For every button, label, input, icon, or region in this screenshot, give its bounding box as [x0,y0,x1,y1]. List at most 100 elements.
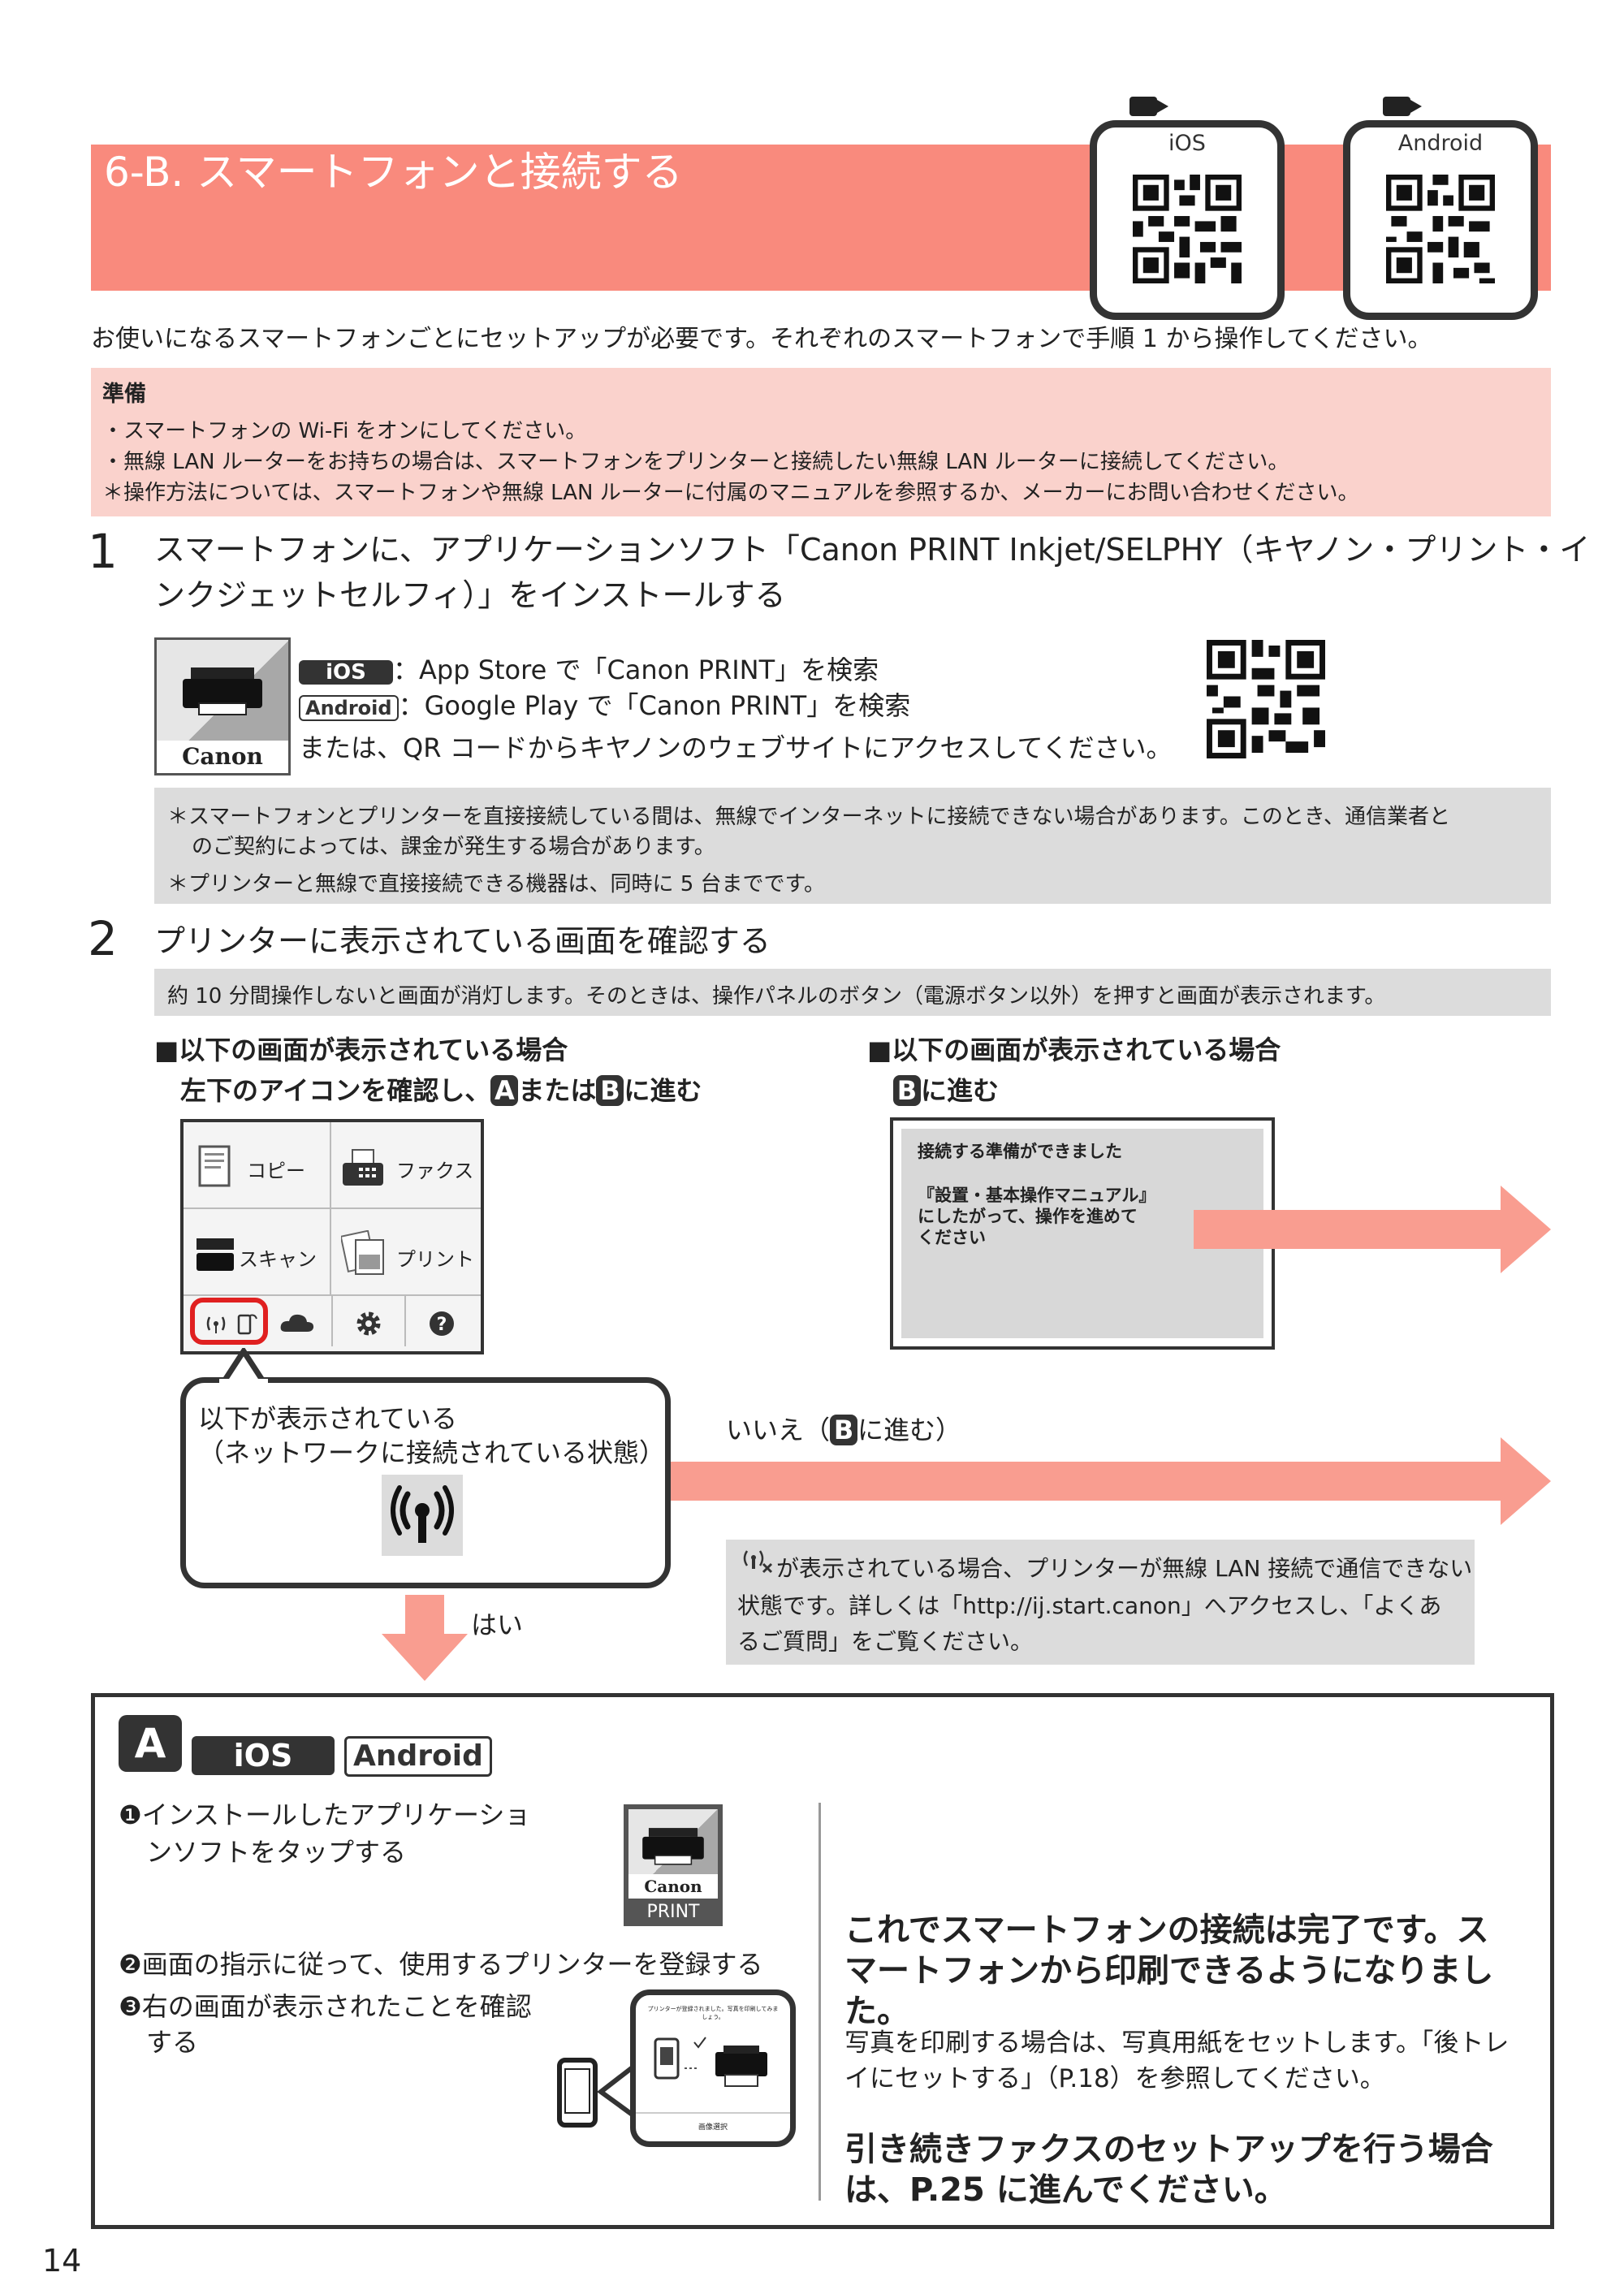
intro-text: お使いになるスマートフォンごとにセットアップが必要です。それぞれのスマートフォン… [91,325,1432,353]
preparation-line: ＊操作方法については、スマートフォンや無線 LAN ルーターに付属のマニュアルを… [102,481,1359,505]
section-a-letter: A [119,1715,182,1772]
letter-b-badge: B [596,1075,624,1106]
preparation-box [91,368,1551,516]
canon-print-app-icon: Canon PRINT [624,1804,723,1926]
camera-icon [1383,97,1410,116]
qr-card-android: Android [1343,97,1538,320]
qr-code-icon [1133,175,1242,283]
screen-text: にしたがって、操作を進めて [918,1207,1138,1226]
canon-app-icon: Canon [154,637,291,775]
divider [331,1296,333,1346]
step-2-note: 約 10 分間操作しないと画面が消灯します。そのときは、操作パネルのボタン（電源… [167,984,1386,1009]
arrow-down-icon [382,1595,468,1681]
page-number: 14 [42,2243,82,2279]
section-a-box [91,1693,1554,2229]
android-store-text: ：Google Play で「Canon PRINT」を検索 [398,690,911,721]
instruction-step-1: ❶インストールしたアプリケーショ [119,1799,531,1830]
instruction-step-3: ❸右の画面が表示されたことを確認 [119,1991,532,2022]
photo-paper-note: 写真を印刷する場合は、写真用紙をセットします。「後トレ [844,2028,1510,2058]
callout-pointer [219,1348,268,1384]
ios-badge: iOS [299,660,393,685]
qr-label-android: Android [1397,131,1484,156]
step-1-note: ＊プリンターと無線で直接接続できる機器は、同時に 5 台までです。 [167,872,825,896]
arrow-right-icon [1194,1186,1551,1273]
copy-icon [198,1145,231,1187]
wireless-error-icon [743,1550,773,1574]
gear-icon [356,1311,381,1336]
menu-label-print: プリント [396,1248,474,1271]
qr-instruction: または、QR コードからキヤノンのウェブサイトにアクセスしてください。 [299,732,1173,763]
screen-text: 『設置・基本操作マニュアル』 [918,1186,1156,1205]
canon-logo: Canon [157,741,288,773]
print-icon [341,1230,384,1275]
preparation-line: ・スマートフォンの Wi-Fi をオンにしてください。 [102,419,587,443]
scan-icon [197,1238,234,1271]
menu-tile-fax: ファクス [331,1122,481,1209]
android-store-line: Android：Google Play で「Canon PRINT」を検索 [299,685,910,723]
fax-setup-note: は、P.25 に進んでください。 [844,2171,1287,2209]
step-1-text: スマートフォンに、アプリケーションソフト「Canon PRINT Inkjet/… [154,532,1591,568]
completion-message: マートフォンから印刷できるようになりまし [844,1952,1494,1989]
warning-note: 状態です。詳しくは「http://ij.start.canon」へアクセスし、「… [737,1592,1442,1619]
android-badge: Android [344,1736,492,1777]
no-text: に進む） [857,1415,962,1445]
menu-tile-print: プリント [331,1209,481,1296]
wireless-status-icon [206,1314,257,1335]
step-1-text: ンクジェットセルフィ）」をインストールする [154,577,786,613]
callout-text: 以下が表示されている [198,1403,458,1434]
right-case-heading: ■以下の画面が表示されている場合 [867,1035,1281,1065]
instruction-step-3: する [146,2027,199,2058]
canon-logo: Canon [628,1874,718,1899]
qr-card-ios: iOS [1090,97,1285,320]
step-1-note-box [154,788,1551,904]
qr-code-icon [1386,175,1495,283]
qr-code-icon [1207,640,1325,758]
printer-icon [183,667,262,715]
menu-label-scan: スキャン [239,1248,317,1271]
completion-message: これでスマートフォンの接続は完了です。ス [844,1912,1489,1949]
printer-home-screen: コピー ファクス スキャン プリント ? [180,1119,484,1354]
app-screen-message: プリンターが登録されました。写真を印刷してみましょう。 [647,2006,779,2020]
qr-label-ios: iOS [1168,131,1206,156]
printer-icon [642,1828,704,1865]
divider [404,1296,406,1346]
letter-b-badge: B [893,1075,921,1106]
ios-store-line: iOS：App Store で「Canon PRINT」を検索 [299,650,879,687]
left-case-heading: ■以下の画面が表示されている場合 [154,1035,568,1065]
left-case-text: に進む [624,1075,702,1106]
image-select-button[interactable]: 画像選択 [636,2112,790,2141]
step-2-note-box [154,969,1551,1016]
fax-icon [343,1149,383,1186]
cloud-icon [280,1314,314,1332]
section-title: 6-B. スマートフォンと接続する [104,149,683,196]
warning-note-box [726,1540,1475,1665]
preparation-line: ・無線 LAN ルーターをお持ちの場合は、スマートフォンをプリンターと接続したい… [102,450,1289,474]
step-number: 1 [88,524,118,579]
app-label: PRINT [646,1902,700,1922]
step-2-text: プリンターに表示されている画面を確認する [154,923,771,959]
warning-note: るご質問」をご覧ください。 [737,1628,1034,1655]
network-status-highlight [190,1298,268,1345]
left-case-text: または [518,1075,597,1106]
step-1-note: のご契約によっては、課金が発生する場合があります。 [192,835,715,859]
completion-message: た。 [844,1993,909,2030]
smartphone-icon [557,2058,598,2128]
arrow-right-icon [666,1437,1551,1525]
menu-label-copy: コピー [247,1160,305,1182]
menu-label-fax: ファクス [396,1160,474,1182]
column-divider [818,1803,821,2201]
preparation-title: 準備 [102,382,146,407]
instruction-step-2: ❷画面の指示に従って、使用するプリンターを登録する [119,1949,763,1980]
photo-paper-note: イにセットする」（P.18）を参照してください。 [844,2064,1385,2093]
letter-b-badge: B [830,1415,858,1445]
wireless-connected-icon [382,1475,463,1556]
phone-printer-connection-icon [654,2037,767,2087]
letter-a-badge: A [490,1075,519,1106]
svg-text:?: ? [437,1315,447,1335]
step-number: 2 [88,911,118,966]
instruction-step-1: ンソフトをタップする [146,1837,407,1868]
help-icon: ? [430,1311,454,1336]
screen-title: 接続する準備ができました [918,1142,1122,1161]
ios-store-text: ：App Store で「Canon PRINT」を検索 [393,655,879,685]
